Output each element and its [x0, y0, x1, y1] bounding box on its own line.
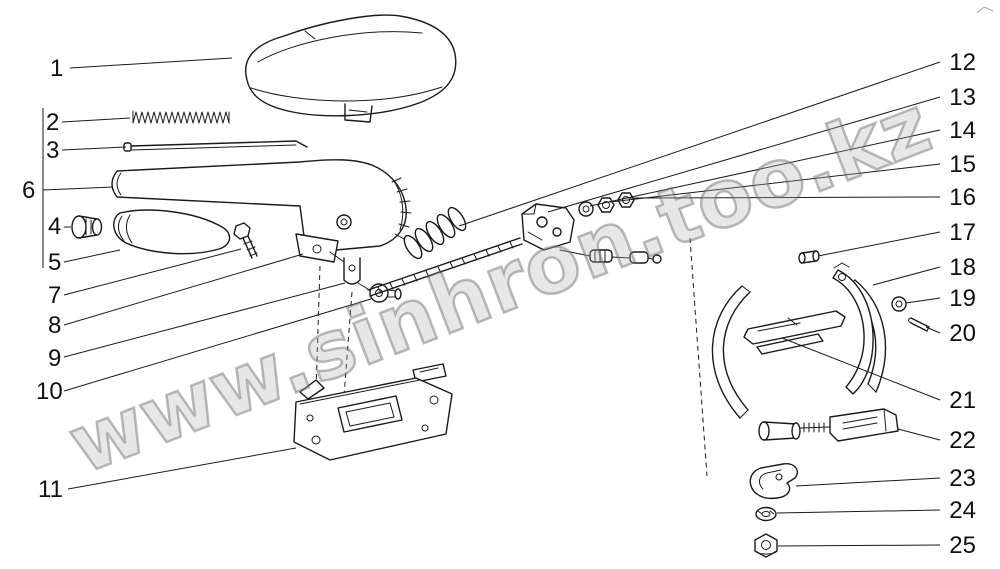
leader-line-10: [63, 298, 372, 392]
leader-line-12: [458, 61, 941, 227]
part-adjuster: [758, 408, 899, 442]
part-washer-lever: [891, 296, 907, 312]
leader-line-5: [63, 249, 121, 263]
leader-line-24: [776, 509, 941, 514]
part-clevis: [343, 257, 372, 292]
callout-label-3: 3: [46, 137, 59, 164]
callout-label-21: 21: [949, 387, 976, 414]
leader-line-6: [42, 186, 114, 191]
part-retaining-clip: [749, 463, 799, 500]
leader-line-11: [67, 447, 297, 490]
callout-label-9: 9: [48, 345, 61, 372]
leader-line-1: [69, 57, 233, 69]
callout-label-16: 16: [949, 184, 976, 211]
callout-label-4: 4: [48, 213, 61, 240]
leader-line-17: [817, 231, 941, 257]
part-handle-cover: [245, 14, 457, 123]
part-washer-small: [578, 201, 594, 217]
part-split-pin: [908, 317, 930, 332]
assembly-axis-lines: [315, 237, 708, 477]
callout-label-1: 1: [50, 55, 63, 82]
leader-line-2: [61, 117, 131, 123]
leader-line-14: [589, 129, 941, 207]
callout-label-17: 17: [949, 219, 976, 246]
part-brake-shoes: [711, 279, 887, 419]
callout-label-15: 15: [949, 151, 976, 178]
part-bolt: [233, 222, 258, 259]
callout-label-22: 22: [949, 427, 976, 454]
leader-line-13: [547, 96, 941, 213]
callout-label-6: 6: [22, 177, 35, 204]
callout-label-8: 8: [48, 312, 61, 339]
leader-line-15: [609, 163, 941, 203]
part-spring: [132, 110, 230, 124]
callout-label-24: 24: [949, 497, 976, 524]
leader-line-16: [629, 196, 941, 199]
callout-label-2: 2: [46, 109, 59, 136]
cable-threaded-rod: [367, 237, 523, 297]
leader-line-20: [925, 326, 941, 334]
corner-mark: [976, 6, 994, 14]
callout-label-20: 20: [949, 320, 976, 347]
leader-line-23: [795, 477, 941, 487]
leader-line-18: [872, 266, 941, 286]
callout-label-19: 19: [949, 285, 976, 312]
part-push-rod: [123, 140, 308, 152]
callout-label-10: 10: [36, 378, 63, 405]
callout-label-11: 11: [38, 476, 63, 503]
part-hand-grip: [113, 209, 231, 255]
callout-label-13: 13: [949, 84, 976, 111]
callout-label-7: 7: [48, 282, 61, 309]
callout-label-25: 25: [949, 532, 976, 559]
part-release-button: [71, 215, 103, 239]
cable-assembly: [559, 249, 662, 264]
leader-line-25: [777, 544, 941, 547]
callout-label-12: 12: [949, 49, 976, 76]
part-pin-small: [798, 250, 820, 264]
callout-label-23: 23: [949, 465, 976, 492]
part-nut-a: [597, 197, 615, 213]
part-lever-body: [111, 159, 412, 263]
part-equalizer: [521, 203, 575, 251]
callout-label-14: 14: [949, 117, 976, 144]
leader-line-3: [61, 146, 127, 151]
leader-line-22: [897, 428, 941, 441]
part-shoe-lever: [832, 262, 874, 395]
leader-line-7: [63, 248, 242, 296]
callout-label-5: 5: [48, 249, 61, 276]
leader-line-8: [63, 253, 304, 326]
part-nut-large: [754, 533, 778, 558]
part-spring-washer: [755, 506, 777, 522]
leader-line-21: [781, 337, 941, 401]
part-mounting-bracket: [293, 363, 453, 461]
callout-label-18: 18: [949, 254, 976, 281]
callout-layer: 1236457891011121314151617181920212223242…: [22, 49, 976, 559]
leader-line-9: [63, 282, 346, 358]
leader-line-19: [905, 297, 941, 304]
